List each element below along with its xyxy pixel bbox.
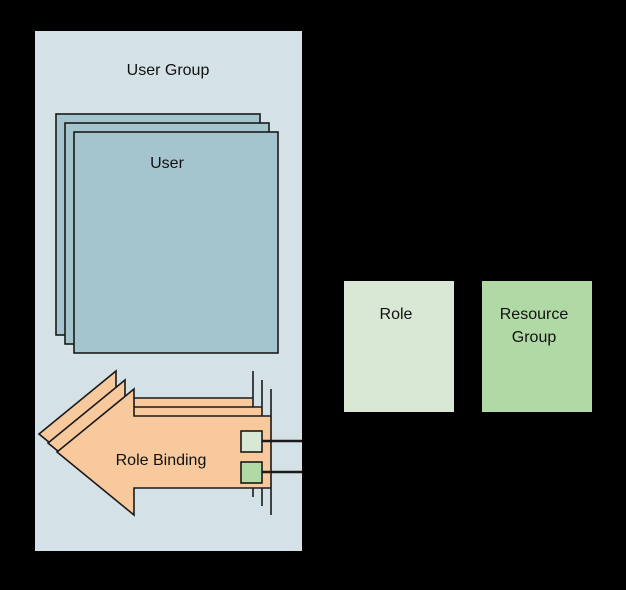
role-binding-label: Role Binding [116,452,207,469]
resource-group-port-icon[interactable] [240,461,263,484]
resource-group-box[interactable] [482,281,592,412]
user-stack[interactable]: User [55,113,279,354]
resource-group-label-line2: Group [512,329,557,346]
resource-group-label-line1: Resource [500,306,569,323]
user-group-label: User Group [127,62,210,79]
role-label: Role [380,306,413,323]
role-port-icon[interactable] [240,430,263,453]
user-card-front[interactable] [73,131,279,354]
role-binding-stack[interactable]: Role Binding [37,369,272,517]
role-box[interactable] [344,281,454,412]
user-label: User [150,155,184,172]
role-binding-shape-front[interactable] [55,387,272,517]
